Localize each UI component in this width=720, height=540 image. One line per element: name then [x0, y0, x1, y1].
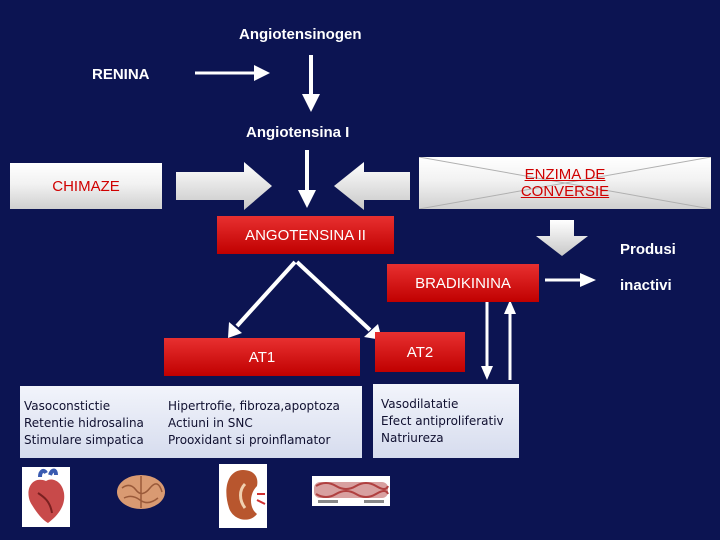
angii-to-at1-arrow [228, 260, 297, 338]
bradikinina-arrow [545, 273, 596, 287]
enzima-label-2: CONVERSIE [520, 183, 610, 200]
at2-effect-item: Efect antiproliferativ [381, 414, 504, 428]
down-arrow-2 [298, 150, 316, 208]
angotensina-ii-box: ANGOTENSINA II [217, 216, 394, 254]
at2-label: AT2 [406, 343, 434, 361]
at2-effect-item: Vasodilatatie [381, 397, 459, 411]
bradikinina-label: BRADIKININA [415, 274, 511, 292]
produsi-label: Produsi [620, 241, 676, 258]
angii-to-at2-arrow [295, 260, 382, 340]
at1-effects-left: Vasoconstictie Retentie hidrosalina Stim… [24, 398, 168, 458]
at1-effect-item: Retentie hidrosalina [24, 416, 144, 430]
renina-arrow [195, 65, 270, 81]
heart-image [22, 467, 70, 527]
at1-box: AT1 [164, 338, 360, 376]
at1-effect-item: Stimulare simpatica [24, 433, 144, 447]
enzima-label-1: ENZIMA DE [524, 166, 606, 183]
enzima-down-arrow [536, 220, 588, 256]
at2-up-arrow [504, 300, 516, 380]
enzima-box: ENZIMA DE CONVERSIE [419, 157, 711, 209]
at1-effect-item: Actiuni in SNC [168, 416, 253, 430]
kidney-image [219, 464, 267, 528]
bradikinina-box: BRADIKININA [387, 264, 539, 302]
angiotensina-i-label: Angiotensina I [246, 124, 350, 141]
angotensina-ii-label: ANGOTENSINA II [245, 226, 366, 244]
chimaze-label: CHIMAZE [52, 177, 120, 195]
at1-effect-item: Vasoconstictie [24, 399, 111, 413]
chimaze-arrow [176, 162, 272, 210]
at2-effects-box: Vasodilatatie Efect antiproliferativ Nat… [373, 384, 519, 458]
enzima-arrow [334, 162, 410, 210]
down-arrow-1 [302, 55, 320, 112]
enzima-cross [419, 157, 711, 209]
chimaze-box: CHIMAZE [10, 163, 162, 209]
renina-label: RENINA [92, 66, 150, 83]
angiotensinogen-label: Angiotensinogen [239, 26, 362, 43]
at1-effect-item: Prooxidant si proinflamator [168, 433, 331, 447]
inactivi-label: inactivi [620, 277, 672, 294]
vessel-image [312, 476, 390, 506]
at1-effect-item: Hipertrofie, fibroza,apoptoza [168, 399, 340, 413]
at1-label: AT1 [248, 348, 276, 366]
brain-image [116, 474, 166, 510]
at2-box: AT2 [375, 332, 465, 372]
at1-effects-box: Vasoconstictie Retentie hidrosalina Stim… [20, 386, 362, 458]
at1-effects-right: Hipertrofie, fibroza,apoptoza Actiuni in… [168, 398, 340, 458]
at2-effect-item: Natriureza [381, 431, 444, 445]
bradikinina-down-arrow [481, 300, 493, 380]
